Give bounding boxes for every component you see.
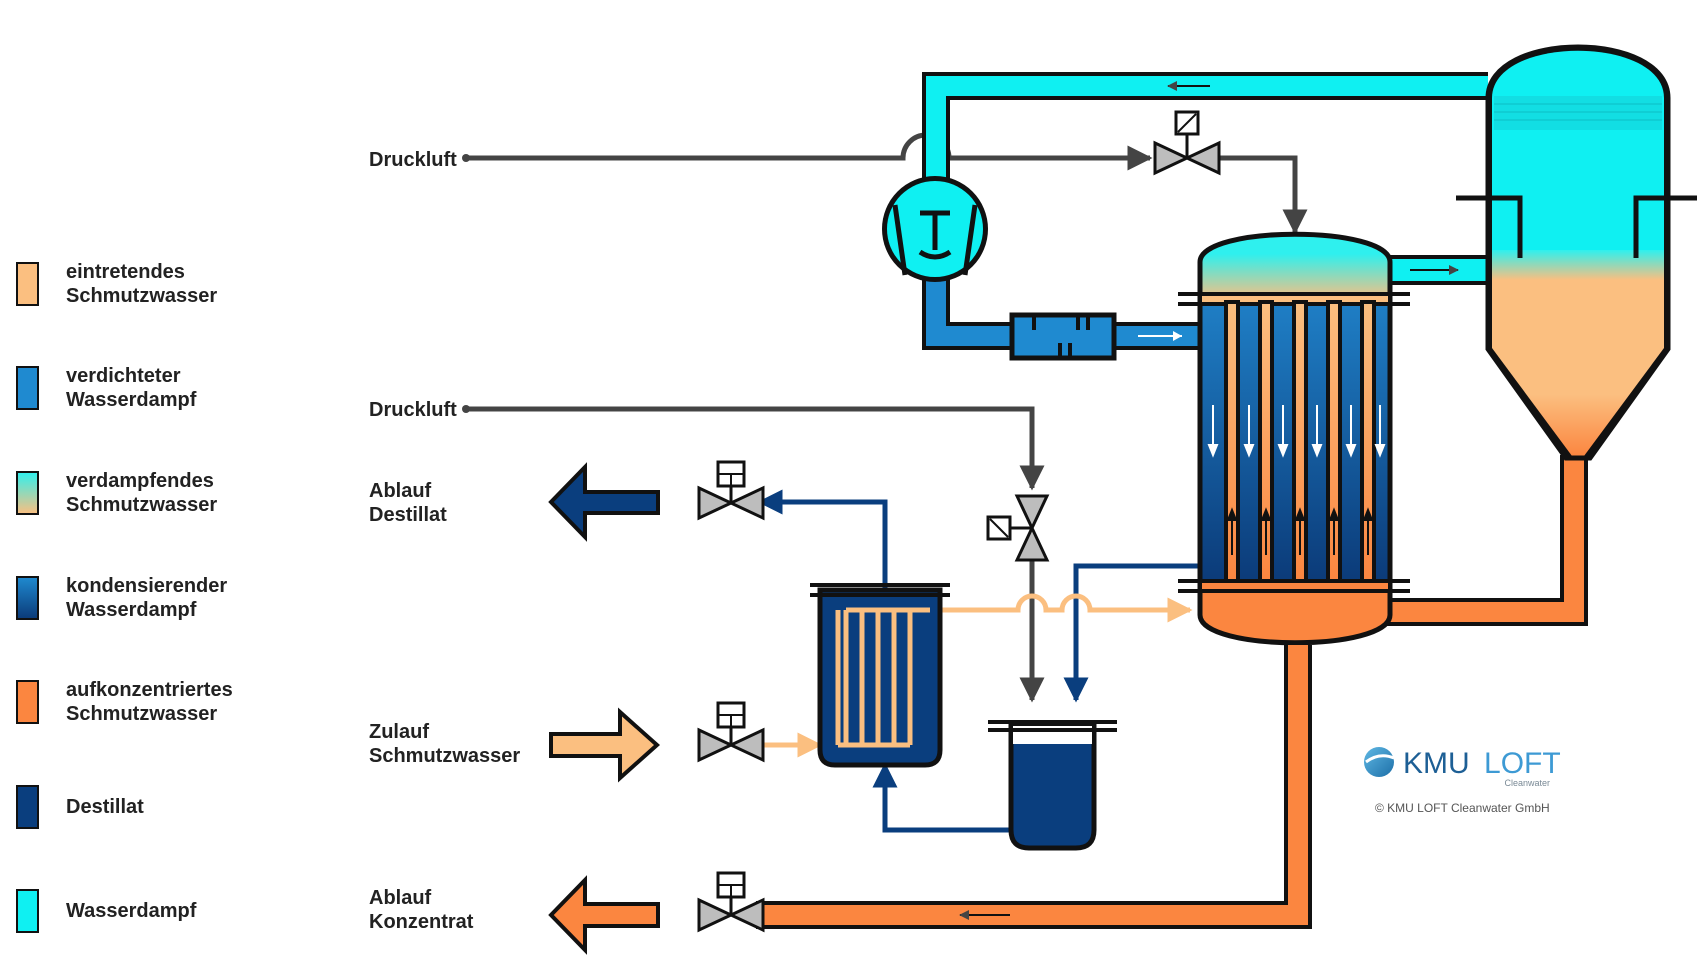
legend-label-line1: verdichteter (66, 365, 181, 387)
legend-item-condensing: kondensierender Wasserdampf (16, 575, 227, 621)
valve-distillate[interactable] (697, 460, 765, 521)
label-ablauf-konzentrat-2: Konzentrat (369, 911, 474, 933)
valve-vapor-control[interactable] (1153, 110, 1221, 176)
separator-vessel (1456, 44, 1697, 461)
label-druckluft-mid: Druckluft (369, 399, 457, 421)
legend-item-evaporating: verdampfendes Schmutzwasser (16, 470, 217, 516)
evaporator-tubes (1224, 300, 1376, 583)
legend-item-concentrate: aufkonzentriertes Schmutzwasser (16, 679, 233, 725)
feed-lines (760, 593, 1193, 758)
distillate-tank (988, 720, 1117, 851)
vapor-flow-arrows (1207, 405, 1386, 458)
label-ablauf-destillat-2: Destillat (369, 504, 447, 526)
legend-item-incoming: eintretendes Schmutzwasser (16, 261, 217, 307)
condensate-takeoff-pipe (1063, 563, 1200, 703)
legend-item-distillate: Destillat (16, 785, 144, 829)
label-zulauf-2: Schmutzwasser (369, 745, 520, 767)
evaporator (1178, 231, 1410, 646)
legend-item-vapor: Wasserdampf (16, 889, 197, 933)
legend-label-line1: kondensierender (66, 575, 227, 597)
legend-label-line2: Schmutzwasser (66, 494, 217, 516)
label-druckluft-top: Druckluft (369, 149, 457, 171)
legend-label-line2: Schmutzwasser (66, 285, 217, 307)
brand-subtitle: Cleanwater (1504, 778, 1550, 788)
legend-label-line1: Wasserdampf (66, 900, 197, 922)
compressor (882, 176, 1012, 350)
legend-item-compressed-vapor: verdichteter Wasserdampf (16, 365, 197, 411)
legend-label-line1: Destillat (66, 796, 144, 818)
valve-air-control[interactable] (986, 494, 1050, 562)
label-ablauf-konzentrat-1: Ablauf (369, 887, 432, 909)
brand-logo: KMU LOFT Cleanwater © KMU LOFT Cleanwate… (1364, 747, 1561, 815)
brand-name-part1: KMU (1403, 747, 1470, 780)
label-ablauf-destillat-1: Ablauf (369, 480, 432, 502)
legend-label-line1: aufkonzentriertes (66, 679, 233, 701)
vapor-return-pipe (922, 72, 1488, 216)
feed-inlet-arrow (549, 707, 661, 783)
label-zulauf-1: Zulauf (369, 721, 429, 743)
legend-label-line2: Wasserdampf (66, 599, 197, 621)
brand-name-part2: LOFT (1484, 747, 1561, 780)
legend-label-line2: Wasserdampf (66, 389, 197, 411)
feed-heat-exchanger (810, 583, 950, 768)
evaporator-vapor-link (1382, 255, 1492, 285)
svg-text:KMU LOFT: KMU LOFT (1403, 747, 1561, 780)
copyright-text: © KMU LOFT Cleanwater GmbH (1375, 801, 1550, 815)
concentrate-outlet-pipe (756, 645, 1312, 929)
distillate-outlet-arrow (548, 462, 660, 542)
liquid-rise-arrows (1226, 507, 1374, 555)
valve-concentrate[interactable] (697, 871, 765, 933)
distillate-lines (757, 489, 1011, 833)
flow-labels: Druckluft Druckluft Ablauf Destillat Zul… (369, 149, 520, 933)
legend-label-line1: eintretendes (66, 261, 185, 283)
legend-label-line2: Schmutzwasser (66, 703, 217, 725)
legend: eintretendes Schmutzwasser verdichteter … (16, 261, 233, 933)
compressed-vapor-pipe (1009, 312, 1212, 361)
legend-label-line1: verdampfendes (66, 470, 214, 492)
concentrate-return-pipe (1380, 455, 1588, 626)
concentrate-outlet-arrow (548, 875, 660, 955)
valve-feed[interactable] (697, 701, 765, 763)
